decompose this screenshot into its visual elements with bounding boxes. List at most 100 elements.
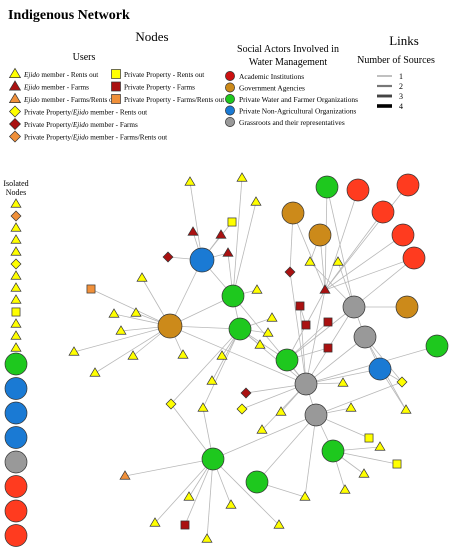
node-u35 [275,406,287,416]
actors-header-line1: Social Actors Involved in [237,44,339,55]
node-u10 [304,256,316,266]
actors-header-line2: Water Management [249,57,328,68]
legend-actor-label-4: Private Non-Agricultural Organizations [239,107,356,116]
isolated-node-17 [4,426,28,449]
edge-88 [324,184,409,291]
node-gy4 [304,403,328,427]
legend-actor-marker-5 [225,117,235,127]
isolated-node-21 [4,524,28,547]
node-u54 [332,256,344,266]
isolated-node-6 [10,258,22,270]
isolated-node-16 [4,401,28,425]
nodes-header: Nodes [135,29,168,44]
legend-link-label-2: 2 [399,82,403,91]
isolated-node-20 [4,499,28,523]
node-u45 [299,491,311,501]
legend-actor-marker-2 [225,82,235,93]
legend-user-marker-6 [9,130,21,143]
node-u16 [262,327,274,337]
node-gr3 [201,447,225,471]
node-u13 [301,320,311,330]
isolated-node-13 [10,342,22,352]
edge-69 [212,458,280,526]
legend-actor-marker-1 [225,71,235,81]
node-u26 [127,350,139,360]
node-bl2 [368,357,392,381]
node-r2 [371,200,395,224]
isolated-node-10 [11,307,21,317]
node-gy1 [342,295,366,319]
legend-link-label-1: 1 [399,72,403,81]
legend-actor-label-3: Private Water and Farmer Organizations [239,95,358,104]
legend-private-marker-1 [111,69,121,79]
node-u27 [177,349,189,359]
isolated-node-19 [4,475,28,498]
isolated-node-12 [10,330,22,340]
figure-title: Indigenous Network [8,8,130,23]
node-g1 [157,313,183,339]
isolated-node-8 [10,282,22,292]
node-gr1 [221,284,245,308]
node-gy2 [353,325,377,349]
node-r1 [346,178,370,202]
node-u14 [323,317,333,327]
node-u19 [86,284,96,294]
edge-87 [324,257,415,291]
node-u41 [374,441,386,451]
node-u38 [345,402,357,412]
node-u31 [197,402,209,412]
legend-private-marker-3 [111,94,121,104]
edge-6 [73,325,171,353]
node-u24 [68,346,80,356]
edge-62 [124,458,214,477]
node-u32 [240,387,252,399]
node-gy3 [294,372,318,396]
node-u33 [236,403,248,415]
legend-user-label-6: Private Property/Ejido member - Farms/Re… [24,134,167,142]
node-u43 [358,468,370,478]
edge-59 [256,414,317,483]
node-u49 [149,517,161,527]
node-u11 [319,284,331,294]
node-u30 [165,398,177,410]
edge-21 [232,177,243,297]
edge-65 [206,458,214,540]
node-gr4 [245,470,269,494]
node-u4 [227,217,237,227]
edge-47 [305,336,366,385]
node-u17 [266,312,278,322]
legend-user-label-5: Private Property/Ejido member - Farms [24,121,138,129]
node-u23 [115,325,127,335]
legend-user-label-2: Ejido member - Farms [23,84,89,92]
node-u6 [215,229,227,239]
edge-79 [353,257,415,308]
edge-25 [232,295,307,385]
isolated-node-9 [10,294,22,304]
legend-user-marker-1 [8,67,22,78]
isolated-node-4 [10,234,22,244]
edge-22 [232,201,257,297]
legend-actor-marker-3 [225,94,235,104]
node-u53 [251,284,263,294]
legend-actor-label-1: Academic Institutions [239,72,304,81]
edge-13 [169,325,307,385]
node-u50 [180,520,190,530]
links-header: Links [389,33,419,48]
node-r5 [396,173,420,197]
node-u48 [119,470,131,480]
isolated-node-14 [4,352,28,376]
legend-private-marker-2 [111,81,121,92]
node-u34 [256,424,268,434]
edge-7 [94,325,171,374]
node-u2 [236,172,248,182]
edge-63 [154,458,214,524]
isolated-node-2 [10,210,22,222]
edge-68 [170,403,214,460]
node-r4 [402,246,426,270]
node-gr7 [321,439,345,463]
